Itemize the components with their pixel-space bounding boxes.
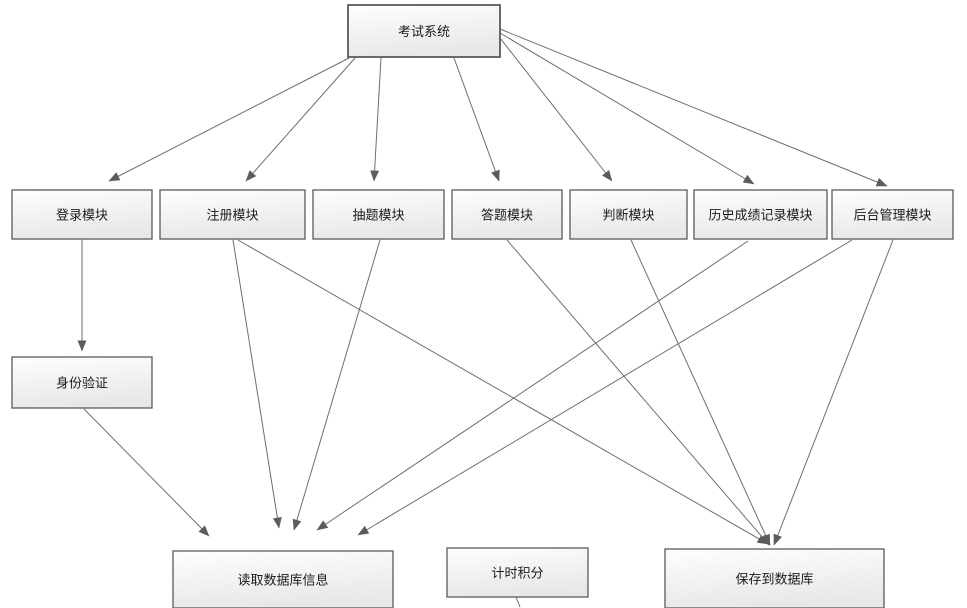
node-history: 历史成绩记录模块	[693, 189, 828, 240]
node-box-admin	[831, 189, 954, 240]
node-box-judge	[569, 189, 688, 240]
edge-exam-choose	[370, 57, 382, 182]
node-label-history: 历史成绩记录模块	[708, 209, 812, 224]
edge-register-save	[237, 239, 769, 545]
node-label-exam: 考试系统	[398, 25, 450, 40]
edges-layer	[77, 28, 894, 608]
node-save: 保存到数据库	[664, 548, 885, 608]
edge-exam-judge	[499, 37, 613, 182]
node-label-auth: 身份验证	[56, 376, 108, 392]
edge-register-read	[232, 239, 282, 529]
node-admin: 后台管理模块	[831, 189, 954, 240]
node-register: 注册模块	[159, 189, 306, 240]
edge-auth-read	[83, 408, 210, 537]
edge-exam-answer	[453, 57, 500, 182]
node-timer: 计时积分	[446, 547, 589, 598]
node-judge: 判断模块	[569, 189, 688, 240]
edge-exam-register	[245, 57, 356, 182]
node-box-history	[693, 189, 828, 240]
node-label-choose: 抽题模块	[352, 209, 404, 224]
node-box-read	[172, 550, 394, 608]
edge-exam-history	[499, 32, 755, 185]
edge-history-read	[316, 240, 749, 531]
node-label-read: 读取数据库信息	[237, 573, 328, 589]
node-label-timer: 计时积分	[491, 567, 543, 582]
node-box-choose	[312, 189, 445, 240]
node-box-timer	[446, 547, 589, 598]
node-label-judge: 判断模块	[602, 209, 654, 224]
node-box-exam	[347, 4, 501, 58]
node-label-admin: 后台管理模块	[853, 209, 931, 224]
node-label-save: 保存到数据库	[735, 572, 813, 588]
node-box-login	[11, 189, 153, 240]
node-label-register: 注册模块	[206, 209, 258, 224]
edge-timer-offscreen	[515, 596, 521, 608]
node-login: 登录模块	[11, 189, 153, 240]
edge-answer-save	[506, 239, 770, 546]
edge-admin-read	[357, 239, 853, 536]
node-box-register	[159, 189, 306, 240]
node-choose: 抽题模块	[312, 189, 445, 240]
edge-admin-save	[773, 239, 894, 546]
edge-exam-login	[108, 57, 350, 182]
edge-exam-admin	[499, 28, 888, 187]
node-box-auth	[11, 356, 153, 409]
node-read: 读取数据库信息	[172, 550, 394, 608]
edge-choose-read	[292, 239, 381, 531]
node-label-login: 登录模块	[56, 209, 108, 224]
node-box-answer	[451, 189, 563, 240]
node-label-answer: 答题模块	[481, 208, 533, 224]
node-exam: 考试系统	[347, 4, 501, 58]
node-box-save	[664, 548, 885, 608]
node-auth: 身份验证	[11, 356, 153, 409]
edge-judge-save	[630, 239, 771, 546]
node-answer: 答题模块	[451, 189, 563, 240]
